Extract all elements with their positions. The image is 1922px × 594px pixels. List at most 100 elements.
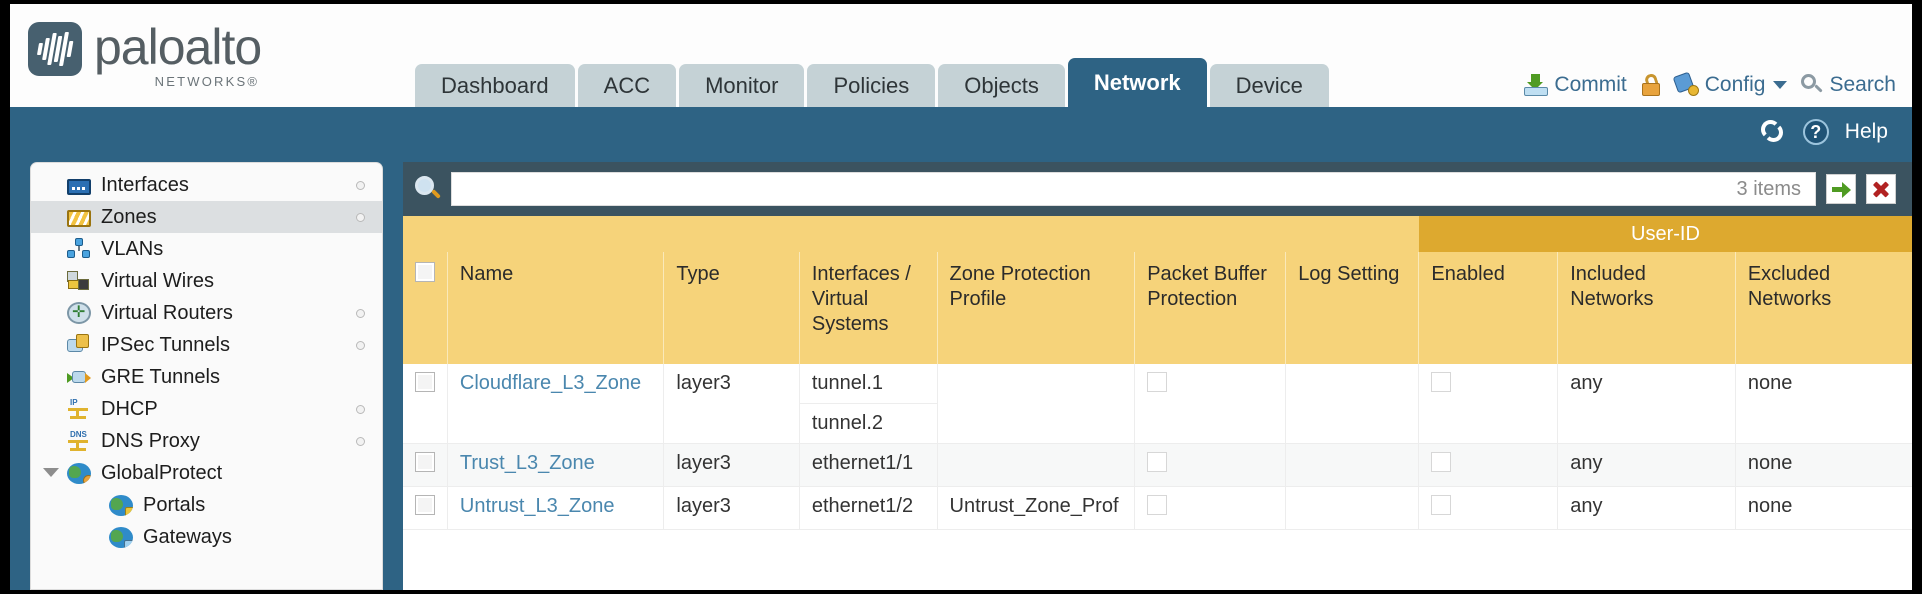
col-header-included-networks[interactable]: Included Networks [1557,252,1736,364]
cell-name[interactable]: Untrust_L3_Zone [446,486,664,530]
group-header-userid: User-ID [1418,216,1912,252]
table-row[interactable]: Untrust_L3_Zone layer3 ethernet1/2 Untru… [403,486,1912,530]
magnifier-icon[interactable] [415,176,441,202]
sidebar-item-portals[interactable]: Portals [31,489,382,521]
col-header-packet-buffer-protection[interactable]: Packet Buffer Protection [1134,252,1286,364]
clear-filter-button[interactable] [1866,174,1896,204]
ipsec-tunnels-icon [67,334,91,356]
zone-name-link[interactable]: Trust_L3_Zone [459,452,595,474]
row-checkbox[interactable] [415,372,435,392]
sidebar-item-label: Portals [143,493,206,516]
packet-buffer-checkbox[interactable] [1147,495,1168,515]
cell-packet-buffer-protection [1134,486,1286,530]
sidebar-status-dot [356,213,365,222]
userid-enabled-checkbox[interactable] [1431,452,1452,472]
sidebar-item-ipsec-tunnels[interactable]: IPSec Tunnels [31,329,382,361]
table-row[interactable]: Cloudflare_L3_Zone layer3 tunnel.1 tunne… [403,364,1912,444]
apply-filter-button[interactable] [1826,174,1856,204]
sidebar-item-zones[interactable]: Zones [31,201,382,233]
row-checkbox[interactable] [415,495,435,515]
refresh-icon[interactable] [1760,120,1787,144]
sidebar-item-vlans[interactable]: VLANs [31,233,382,265]
gre-tunnels-icon [67,366,91,388]
config-menu[interactable]: Config [1672,71,1788,97]
userid-enabled-checkbox[interactable] [1431,495,1452,515]
col-header-type[interactable]: Type [663,252,800,364]
col-header-excluded-networks[interactable]: Excluded Networks [1734,252,1912,364]
commit-label: Commit [1554,73,1627,96]
cell-name[interactable]: Trust_L3_Zone [446,443,664,487]
packet-buffer-checkbox[interactable] [1147,452,1168,472]
interface-entry: ethernet1/1 [811,452,914,474]
question-circle-icon[interactable]: ? [1802,119,1829,145]
cell-log-setting [1285,443,1419,487]
sidebar-item-label: Interfaces [101,173,189,196]
commit-button[interactable]: Commit [1524,73,1627,97]
cell-included-networks: any [1557,486,1736,530]
sidebar-status-dot [356,437,365,446]
commit-save-icon [1524,74,1549,96]
tab-network[interactable]: Network [1067,58,1207,107]
col-header-enabled[interactable]: Enabled [1418,252,1558,364]
cell-zone-protection-profile: Untrust_Zone_Prof [936,486,1135,530]
packet-buffer-checkbox[interactable] [1147,372,1168,392]
cell-excluded-networks: none [1734,443,1912,487]
lock-button[interactable] [1641,72,1661,96]
zone-name-link[interactable]: Cloudflare_L3_Zone [459,372,642,394]
tab-acc[interactable]: ACC [577,64,677,107]
select-all-header [403,252,448,364]
col-header-zone-protection-profile[interactable]: Zone Protection Profile [936,252,1135,364]
header-actions: Commit Config Search [1524,71,1896,97]
sidebar-item-gateways[interactable]: Gateways [31,521,382,553]
globalprotect-icon [67,462,91,484]
cell-interfaces: tunnel.1 tunnel.2 [798,364,938,444]
sidebar-item-dhcp[interactable]: IP DHCP [31,393,382,425]
tab-device[interactable]: Device [1209,64,1329,107]
config-wrench-key-icon [1672,71,1699,96]
expander-triangle-down-icon[interactable] [43,468,59,477]
tab-monitor[interactable]: Monitor [679,64,805,107]
sidebar-status-dot [356,341,365,350]
dns-proxy-icon: DNS [67,430,91,452]
col-header-name[interactable]: Name [446,252,664,364]
search-button[interactable]: Search [1801,73,1896,97]
gateways-icon [109,526,133,548]
search-input[interactable]: 3 items [451,172,1816,206]
help-label[interactable]: Help [1844,120,1888,143]
zone-name-link[interactable]: Untrust_L3_Zone [459,495,615,517]
tab-dashboard[interactable]: Dashboard [415,64,575,107]
zones-icon [67,210,91,227]
sidebar-item-label: IPSec Tunnels [101,333,230,356]
row-select-cell [403,486,448,530]
cell-log-setting [1285,486,1419,530]
magnifier-icon [1801,74,1824,96]
chevron-down-icon [1773,81,1788,89]
table-row[interactable]: Trust_L3_Zone layer3 ethernet1/1 [403,443,1912,487]
vlans-icon [67,238,91,260]
cell-type: layer3 [663,486,800,530]
sidebar-item-virtual-wires[interactable]: Virtual Wires [31,265,382,297]
sidebar-item-dns-proxy[interactable]: DNS DNS Proxy [31,425,382,457]
sidebar-item-label: Zones [101,205,157,228]
sidebar-item-label: Virtual Routers [101,301,233,324]
search-label: Search [1829,73,1896,96]
item-count: 3 items [1736,177,1801,200]
userid-enabled-checkbox[interactable] [1431,372,1452,392]
cell-name[interactable]: Cloudflare_L3_Zone [446,364,664,444]
interface-entry: tunnel.1 [799,364,937,404]
cell-included-networks: any [1557,364,1736,444]
cell-userid-enabled [1418,364,1558,444]
tab-policies[interactable]: Policies [807,64,936,107]
row-checkbox[interactable] [415,452,435,472]
col-header-interfaces[interactable]: Interfaces / Virtual Systems [798,252,938,364]
sidebar-item-label: Virtual Wires [101,269,214,292]
sidebar-status-dot [356,405,365,414]
sidebar-item-virtual-routers[interactable]: Virtual Routers [31,297,382,329]
sidebar-item-gre-tunnels[interactable]: GRE Tunnels [31,361,382,393]
select-all-checkbox[interactable] [415,262,435,282]
tab-objects[interactable]: Objects [938,64,1065,107]
sidebar-item-interfaces[interactable]: Interfaces [31,169,382,201]
cell-userid-enabled [1418,486,1558,530]
sidebar-item-globalprotect[interactable]: GlobalProtect [31,457,382,489]
col-header-log-setting[interactable]: Log Setting [1285,252,1419,364]
